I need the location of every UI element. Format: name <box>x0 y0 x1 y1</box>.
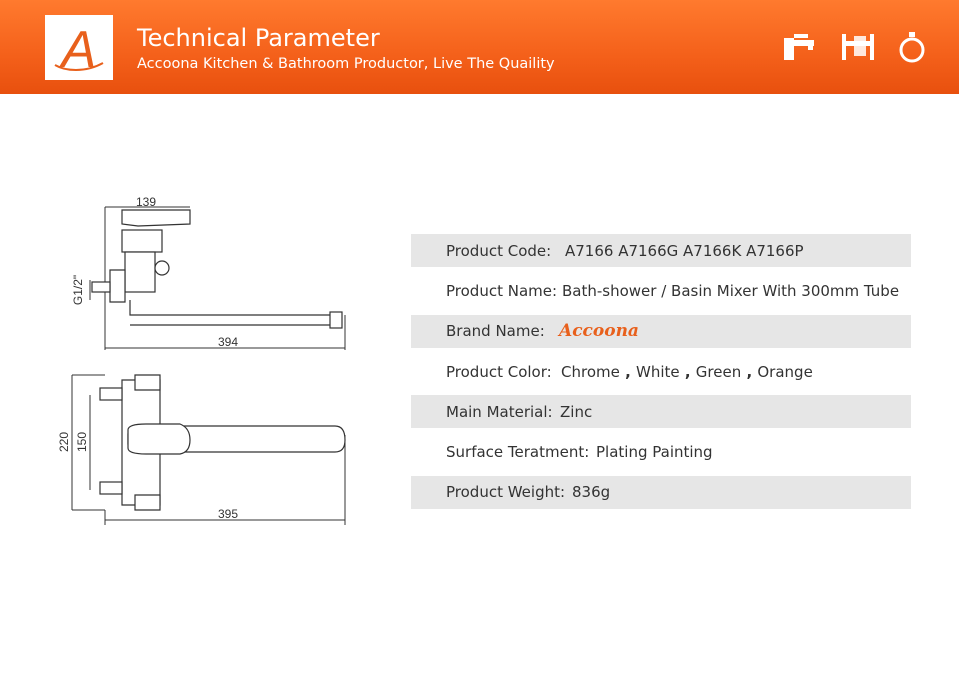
spec-table: Product Code: A7166 A7166G A7166K A7166P… <box>411 234 911 513</box>
color-orange: Orange <box>757 362 813 381</box>
dimension-150: 150 <box>75 432 89 452</box>
page-subtitle: Accoona Kitchen & Bathroom Productor, Li… <box>137 56 555 72</box>
spec-row-main-material: Main Material: Zinc <box>411 395 911 428</box>
faucet-side-view <box>91 209 343 329</box>
spec-value: Plating Painting <box>596 443 713 462</box>
spec-label: Product Code: <box>446 241 552 260</box>
spec-row-brand-name: Brand Name: Accoona <box>411 314 911 348</box>
brand-wordmark: Accoona <box>559 321 639 341</box>
page-title: Technical Parameter <box>137 24 380 52</box>
spec-label: Surface Teratment: <box>446 443 590 462</box>
towel-bar-icon <box>842 34 874 60</box>
spec-value: A7166 A7166G A7166K A7166P <box>565 241 804 260</box>
spec-label: Product Name: <box>446 282 558 301</box>
faucet-icon <box>784 34 814 60</box>
spec-value: Bath-shower / Basin Mixer With 300mm Tub… <box>562 282 900 301</box>
color-green: Green <box>695 362 742 381</box>
header-banner: A Technical Parameter Accoona Kitchen & … <box>0 0 959 94</box>
spec-label: Product Weight: <box>446 483 566 501</box>
spec-value: 836g <box>572 483 611 501</box>
brand-logo: A <box>45 15 113 80</box>
color-list: Chrome , White , Green , Orange <box>561 362 813 381</box>
spec-label: Main Material: <box>446 402 553 421</box>
spec-label: Product Color: <box>446 362 552 381</box>
technical-drawing: 139 394 G1/2" 220 150 395 <box>57 195 346 525</box>
spec-row-surface-treatment: Surface Teratment: Plating Painting <box>411 432 911 473</box>
spec-row-product-color: Product Color: Chrome , White , Green , … <box>411 352 911 393</box>
towel-ring-icon <box>899 32 925 63</box>
thread-size-label: G1/2" <box>71 275 85 305</box>
color-white: White <box>636 362 680 381</box>
faucet-top-view <box>99 374 346 511</box>
spec-row-product-weight: Product Weight: 836g <box>411 475 911 509</box>
dimension-220: 220 <box>57 432 71 452</box>
logo-a-icon: A <box>54 21 104 79</box>
spec-value: Zinc <box>560 402 593 421</box>
spec-label: Brand Name: <box>446 322 545 340</box>
dimension-395: 395 <box>218 507 238 521</box>
dimension-394: 394 <box>218 335 238 349</box>
dimension-139: 139 <box>136 195 156 209</box>
spec-row-product-code: Product Code: A7166 A7166G A7166K A7166P <box>411 234 911 267</box>
spec-row-product-name: Product Name: Bath-shower / Basin Mixer … <box>411 271 911 312</box>
color-chrome: Chrome <box>561 362 620 381</box>
